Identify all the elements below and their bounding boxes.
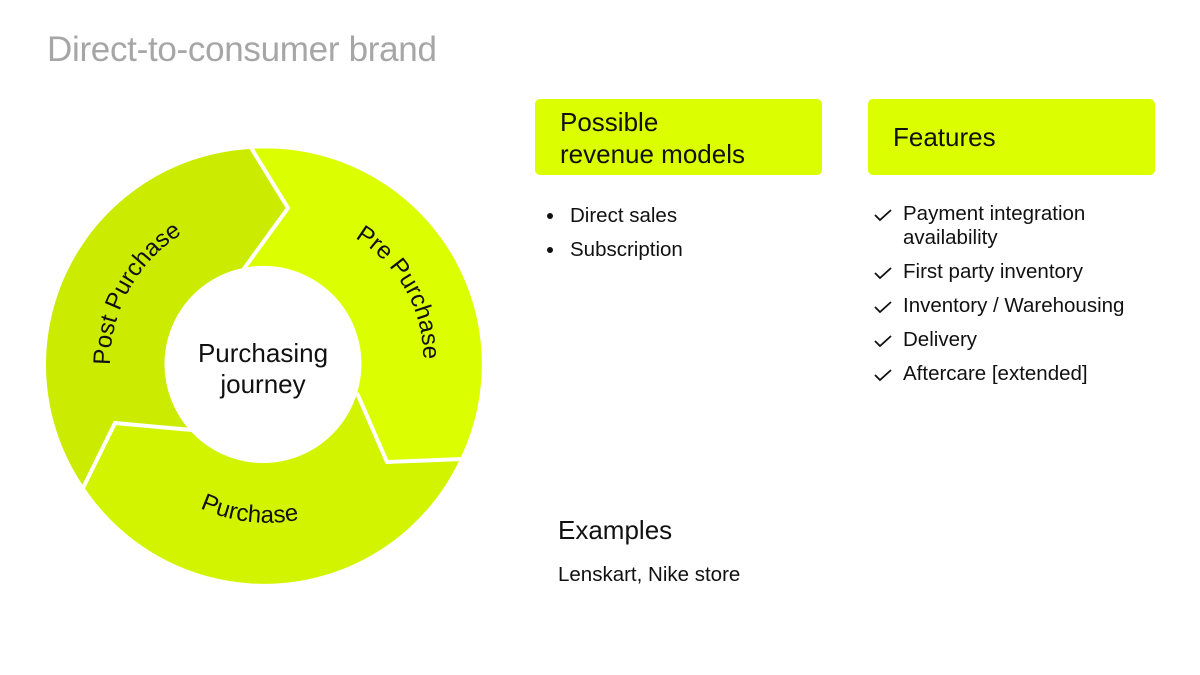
center-circle — [165, 267, 361, 463]
list-item-label: Direct sales — [570, 204, 678, 227]
revenue-title-line1: Possible — [560, 107, 659, 137]
list-item-label: First party inventory — [903, 260, 1083, 283]
check-icon — [874, 369, 892, 382]
segment-post-purchase[interactable] — [46, 149, 288, 487]
list-item: Payment integration availability — [873, 202, 1163, 250]
list-item: Aftercare [extended] — [873, 362, 1163, 386]
bullet-icon — [547, 247, 553, 253]
features-list: Payment integration availability First p… — [873, 202, 1163, 396]
separator-right — [355, 392, 464, 465]
features-title: Features — [893, 122, 996, 152]
center-label-line2: journey — [220, 369, 306, 399]
list-item: Subscription — [545, 236, 683, 270]
center-label: Purchasing journey — [163, 338, 363, 400]
list-item-label: Subscription — [570, 238, 683, 261]
examples-text: Lenskart, Nike store — [558, 563, 741, 586]
segment-purchase[interactable] — [84, 393, 460, 584]
center-label-line1: Purchasing — [197, 338, 329, 368]
check-icon — [874, 335, 892, 348]
revenue-models-header: Possible revenue models — [535, 99, 822, 175]
list-item: Inventory / Warehousing — [873, 294, 1163, 318]
list-item: Delivery — [873, 328, 1163, 352]
page-title: Direct-to-consumer brand — [47, 30, 437, 69]
list-item: First party inventory — [873, 260, 1163, 284]
examples-title: Examples — [558, 515, 673, 545]
segment-pre-purchase[interactable] — [243, 148, 482, 462]
list-item: Direct sales — [545, 202, 683, 236]
bullet-icon — [547, 213, 553, 219]
separator-top — [241, 144, 291, 272]
separator-left — [80, 420, 193, 491]
revenue-models-list: Direct sales Subscription — [545, 202, 683, 270]
check-icon — [874, 301, 892, 314]
check-icon — [874, 209, 892, 222]
list-item-label: Delivery — [903, 328, 978, 351]
revenue-title-line2: revenue models — [560, 139, 745, 169]
list-item-label: Aftercare [extended] — [903, 362, 1088, 385]
revenue-models-title: Possible revenue models — [560, 106, 745, 170]
features-header: Features — [868, 99, 1155, 175]
check-icon — [874, 267, 892, 280]
list-item-label: Inventory / Warehousing — [903, 294, 1125, 317]
list-item-label: Payment integration availability — [903, 202, 1086, 249]
